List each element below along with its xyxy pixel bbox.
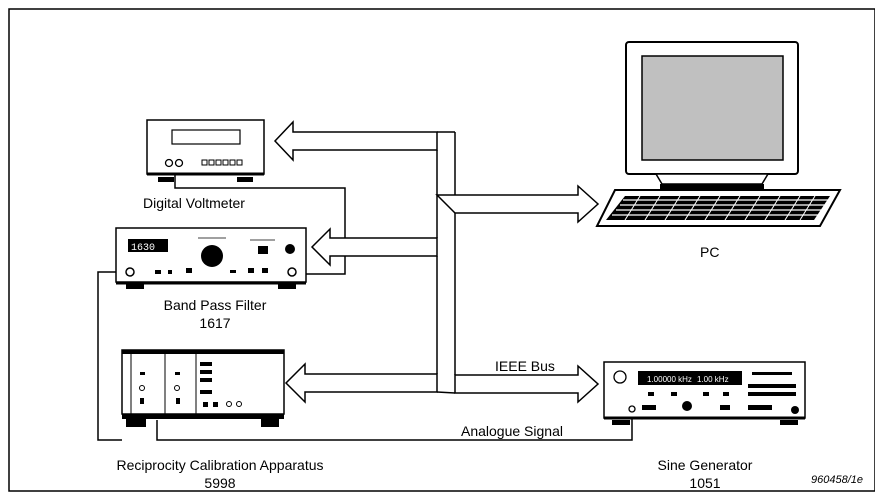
generator-model-label: 1051 [689, 475, 721, 491]
ieee-bus [273, 120, 600, 404]
generator-name-label: Sine Generator [657, 457, 753, 473]
generator-freq-readout: 1.00000 kHz [647, 375, 692, 384]
digital-voltmeter [146, 119, 265, 182]
apparatus-model-label: 5998 [204, 475, 236, 491]
pc-computer [595, 41, 842, 227]
reciprocity-apparatus [121, 349, 285, 427]
frame [8, 8, 875, 492]
figure-code: 960458/1e [811, 474, 863, 486]
band-pass-filter [115, 227, 307, 289]
pc-label: PC [700, 244, 720, 260]
filter-model-label: 1617 [199, 315, 231, 331]
signal-wires [97, 166, 633, 441]
sine-generator [603, 361, 806, 425]
ieee-bus-label: IEEE Bus [495, 358, 555, 374]
analogue-signal-label: Analogue Signal [461, 423, 563, 439]
generator-level-readout: 1.00 kHz [697, 375, 729, 384]
filter-name-label: Band Pass Filter [163, 297, 267, 313]
filter-readout: 1630 [131, 243, 155, 254]
ieee-bus-trunk [436, 131, 456, 394]
apparatus-name-label: Reciprocity Calibration Apparatus [116, 457, 324, 473]
voltmeter-label: Digital Voltmeter [143, 195, 245, 211]
